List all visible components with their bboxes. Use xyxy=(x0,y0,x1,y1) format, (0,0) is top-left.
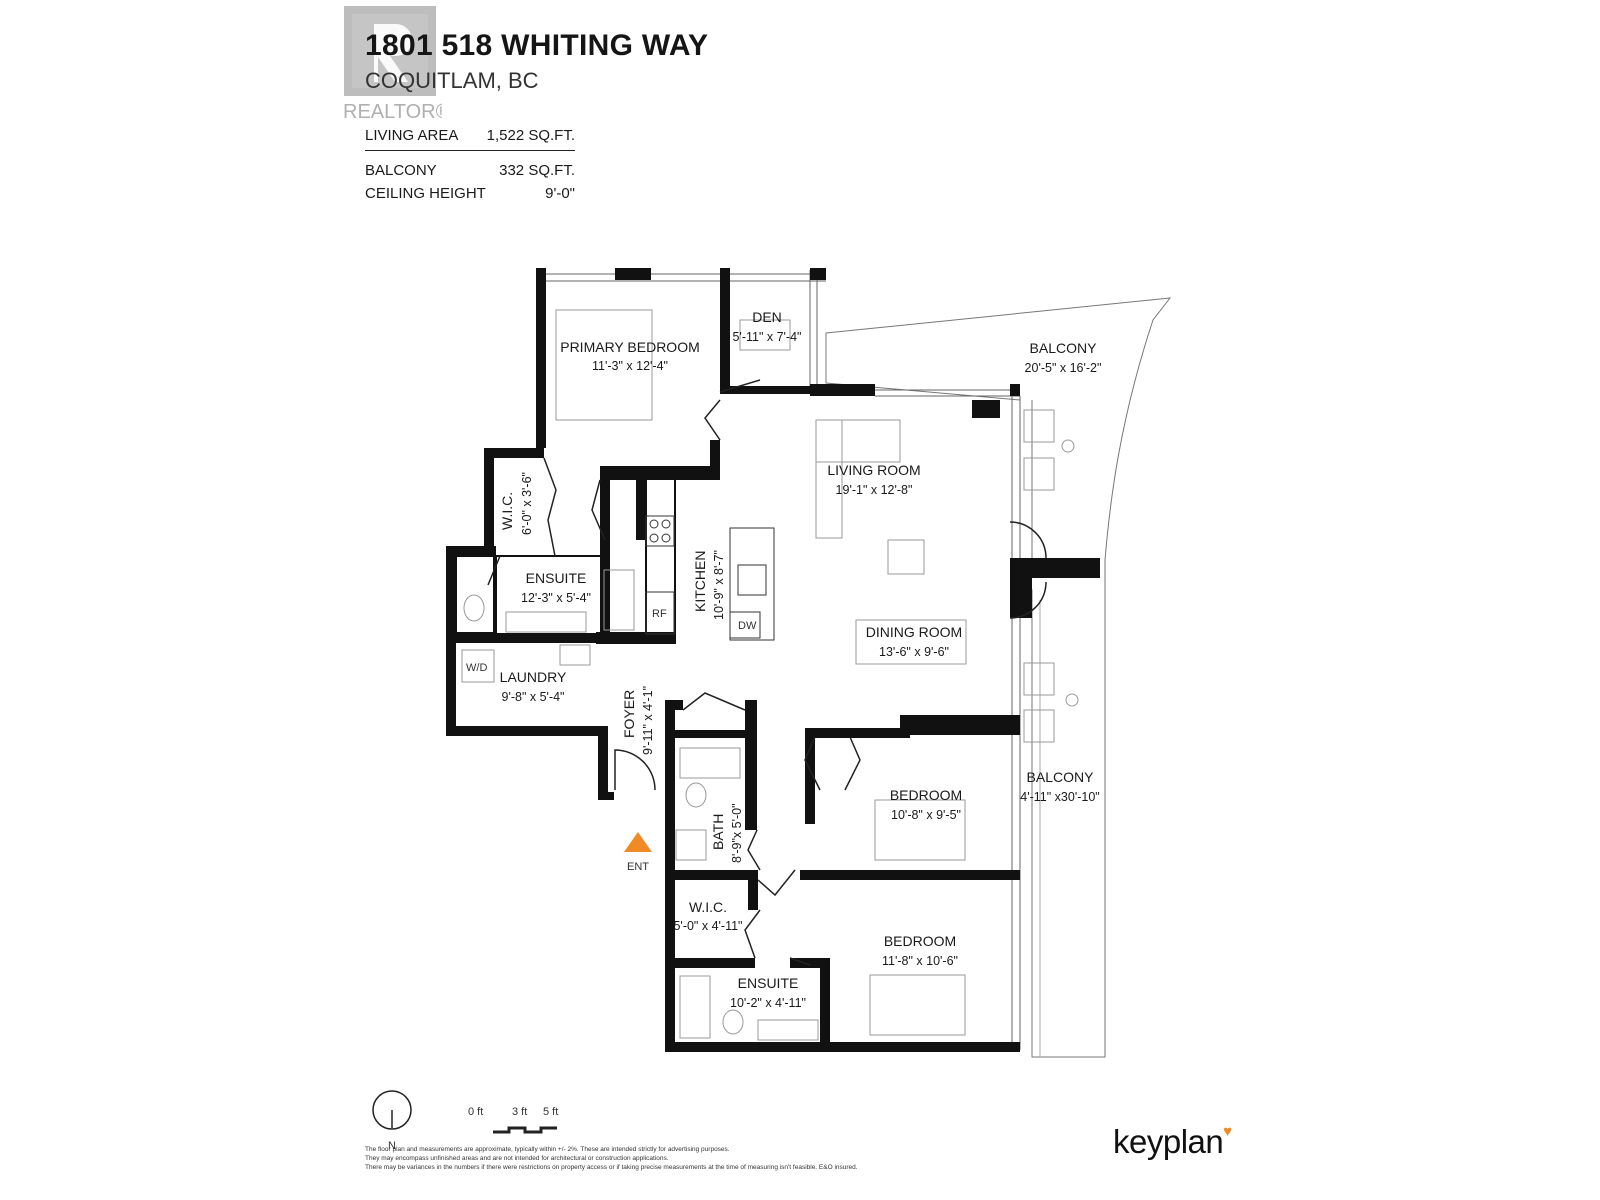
room-name-bedroom: BEDROOM xyxy=(890,787,962,803)
entry-marker-icon xyxy=(624,832,652,852)
scale-label-3: 3 ft xyxy=(512,1106,527,1118)
room-name-wic: W.I.C. xyxy=(689,899,727,915)
room-name-ensuite: ENSUITE xyxy=(526,570,587,586)
island-icon xyxy=(729,527,775,641)
room-dims-kitchen: 10'-9" x 8'-7" xyxy=(712,550,726,620)
washer-dryer-label: W/D xyxy=(466,662,487,674)
room-dims-bedroom: 10'-8" x 9'-5" xyxy=(891,808,961,822)
spec-label: BALCONY xyxy=(365,162,437,179)
sofa-icon xyxy=(815,419,901,463)
spec-row-living-area: LIVING AREA 1,522 SQ.FT. xyxy=(365,124,575,151)
room-dims-primary-bedroom: 11'-3" x 12'-4" xyxy=(592,359,668,373)
room-dims-balcony-side: 4'-11" x30'-10" xyxy=(1020,790,1099,804)
room-name-balcony-side: BALCONY xyxy=(1027,769,1095,785)
bed-icon xyxy=(555,309,653,421)
property-address: 1801 518 WHITING WAY xyxy=(365,29,709,62)
rotated-labels: W.I.C. 6'-0" x 3'-6" KITCHEN 10'-9" x 8'… xyxy=(499,472,744,863)
vanity-icon xyxy=(505,611,587,633)
room-name-foyer: FOYER xyxy=(621,690,637,738)
toilet-icon xyxy=(463,594,485,622)
scale-label-0: 0 ft xyxy=(468,1106,483,1118)
room-name-primary-bedroom: PRIMARY BEDROOM xyxy=(560,339,700,355)
spec-row-balcony: BALCONY 332 SQ.FT. xyxy=(365,159,575,182)
bathtub-icon xyxy=(679,747,741,779)
room-dims-foyer: 9'-11" x 4'-1" xyxy=(641,686,655,755)
disclaimer-line: The floor plan and measurements are appr… xyxy=(365,1146,730,1153)
room-dims-living-room: 19'-1" x 12'-8" xyxy=(836,483,913,497)
sink-icon xyxy=(737,564,767,596)
room-labels: PRIMARY BEDROOM 11'-3" x 12'-4" DEN 5'-1… xyxy=(500,309,1102,1010)
north-arrow-icon xyxy=(372,1090,412,1130)
spec-table: LIVING AREA 1,522 SQ.FT. BALCONY 332 SQ.… xyxy=(365,124,575,205)
kitchen-fixtures xyxy=(645,515,775,641)
disclaimer-line: There may be variances in the numbers if… xyxy=(365,1164,858,1171)
walls xyxy=(446,268,1100,1052)
room-name-balcony-top: BALCONY xyxy=(1030,340,1098,356)
dishwasher-icon xyxy=(729,611,761,639)
keyplan-logo: keyplan♥ xyxy=(1113,1123,1232,1161)
room-name-wic: W.I.C. xyxy=(499,492,515,530)
spec-row-ceiling-height: CEILING HEIGHT 9'-0" xyxy=(365,182,575,205)
spec-label: LIVING AREA xyxy=(365,127,459,144)
bed-icon xyxy=(874,799,966,861)
room-name-den: DEN xyxy=(752,309,782,325)
room-dims-dining-room: 13'-6" x 9'-6" xyxy=(879,645,949,659)
disclaimer: The floor plan and measurements are appr… xyxy=(365,1145,985,1172)
dining-table-icon xyxy=(855,619,967,665)
disclaimer-line: They may encompass unfinished areas and … xyxy=(365,1155,669,1162)
room-dims-den: 5'-11" x 7'-4" xyxy=(732,330,801,344)
brand-name: keyplan xyxy=(1113,1123,1224,1160)
bed-icon xyxy=(869,974,966,1036)
washer-dryer-icon xyxy=(461,649,495,683)
spec-label: CEILING HEIGHT xyxy=(365,185,486,202)
spec-value: 332 SQ.FT. xyxy=(499,162,575,179)
realtor-logo: REALTOR® xyxy=(344,6,442,123)
room-dims-bath: 8'-9"x 5'-0" xyxy=(730,803,744,863)
toilet-icon xyxy=(685,782,707,808)
room-name-ensuite: ENSUITE xyxy=(738,975,799,991)
room-name-living-room: LIVING ROOM xyxy=(827,462,920,478)
dishwasher-label: DW xyxy=(738,620,757,632)
fridge-icon xyxy=(645,591,675,635)
room-name-dining-room: DINING ROOM xyxy=(866,624,962,640)
room-dims-ensuite: 12'-3" x 5'-4" xyxy=(521,591,591,605)
north-label: N xyxy=(388,1140,396,1152)
toilet-icon xyxy=(722,1009,744,1035)
laundry-sink-icon xyxy=(559,644,591,666)
fridge-label: RF xyxy=(652,608,667,620)
room-dims-laundry: 9'-8" x 5'-4" xyxy=(502,690,565,704)
room-name-kitchen: KITCHEN xyxy=(692,551,708,612)
furniture xyxy=(461,309,1079,1041)
vanity-icon xyxy=(757,1019,819,1041)
spec-value: 9'-0" xyxy=(545,185,575,202)
scale-bar: 0 ft 3 ft 5 ft xyxy=(468,1106,558,1134)
brand-mark-icon: ♥ xyxy=(1223,1123,1232,1140)
cooktop-icon xyxy=(645,515,675,547)
room-dims-wic: 6'-0" x 3'-6" xyxy=(520,472,534,535)
room-name-laundry: LAUNDRY xyxy=(500,669,567,685)
realtor-logo-text: REALTOR® xyxy=(344,101,442,123)
door-swings xyxy=(487,379,1047,966)
spec-value: 1,522 SQ.FT. xyxy=(486,127,575,144)
room-dims-wic: 5'-0" x 4'-11" xyxy=(673,919,742,933)
shower-icon xyxy=(603,569,635,631)
armchair-icon xyxy=(887,539,925,575)
room-dims-bedroom: 11'-8" x 10'-6" xyxy=(882,954,958,968)
scale-label-5: 5 ft xyxy=(543,1106,558,1118)
property-city: COQUITLAM, BC xyxy=(365,68,539,93)
entry-label: ENT xyxy=(627,861,649,873)
desk-icon xyxy=(739,319,791,351)
bathtub-icon xyxy=(679,975,711,1039)
room-dims-balcony-top: 20'-5" x 16'-2" xyxy=(1025,361,1102,375)
balcony-outline xyxy=(825,297,1172,1058)
room-name-bedroom: BEDROOM xyxy=(884,933,956,949)
room-name-bath: BATH xyxy=(710,814,726,850)
sink-icon xyxy=(675,829,707,861)
room-dims-ensuite: 10'-2" x 4'-11" xyxy=(730,996,806,1010)
